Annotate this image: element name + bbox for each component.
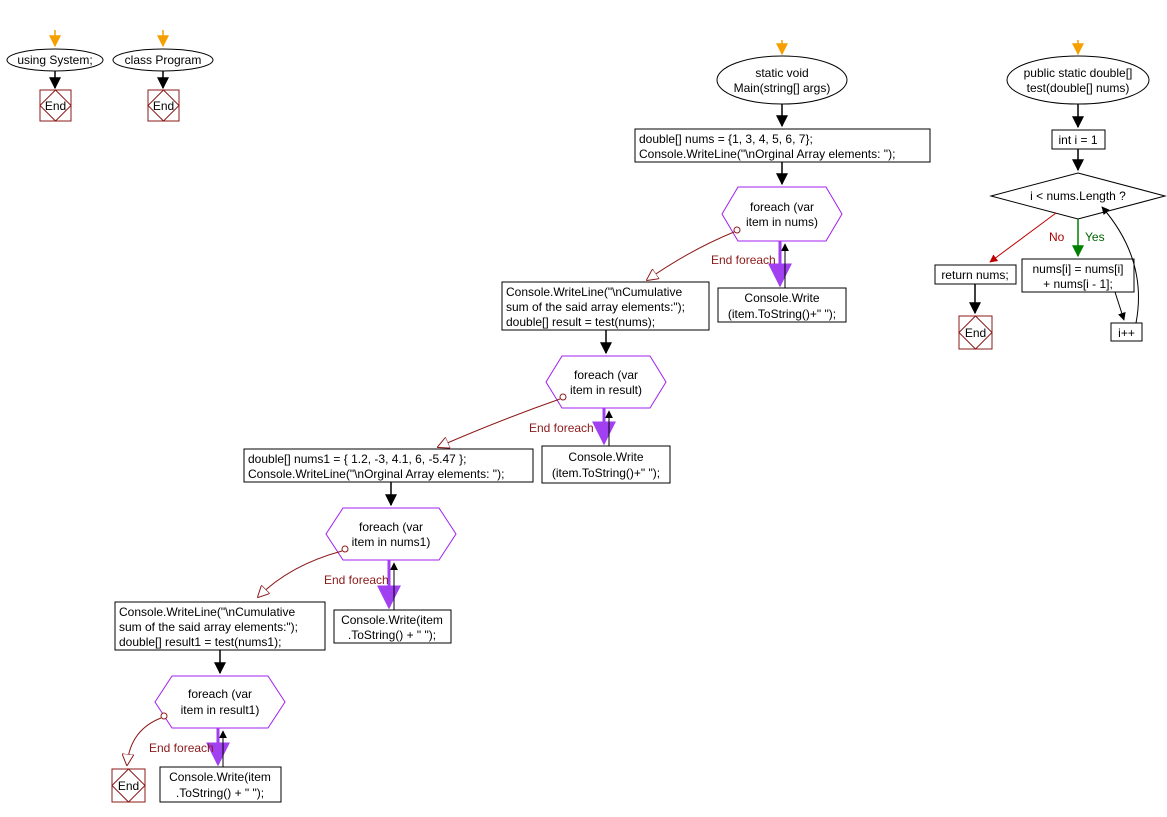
end-label: End — [45, 99, 66, 113]
end-label: End — [153, 99, 174, 113]
flow-main: static void Main(string[] args) double[]… — [111, 40, 931, 803]
foreach-nums-line2: item in nums) — [746, 215, 818, 229]
foreach-result-line2: item in result) — [570, 383, 642, 397]
class-program-label: class Program — [125, 53, 202, 67]
foreach-result1-node[interactable] — [154, 675, 286, 729]
test-body-line1: nums[i] = nums[i] — [1032, 262, 1123, 276]
foreach-nums-line1: foreach (var — [750, 200, 814, 214]
step-nums-line1: double[] nums = {1, 3, 4, 5, 6, 7}; — [639, 132, 813, 146]
test-end-label: End — [965, 326, 986, 340]
loop2-body-node[interactable] — [541, 445, 671, 484]
flow-test: public static double[] test(double[] num… — [934, 40, 1167, 350]
foreach-nums1-line1: foreach (var — [359, 520, 423, 534]
step-result1-line1: Console.WriteLine("\nCumulative — [119, 605, 295, 619]
loop4-body-line2: .ToString() + " "); — [176, 786, 264, 800]
loop3-body-line2: .ToString() + " "); — [348, 628, 436, 642]
loop2-body-line2: (item.ToString()+" "); — [552, 466, 660, 480]
no-label: No — [1049, 230, 1065, 244]
loop3-exit-label: End foreach — [324, 573, 389, 587]
test-init-label: int i = 1 — [1058, 133, 1097, 147]
step-result-line2: sum of the said array elements:"); — [506, 300, 685, 314]
step-result1-line3: double[] result1 = test(nums1); — [119, 635, 281, 649]
using-system-label: using System; — [17, 53, 92, 67]
loop3-exit-dot — [341, 545, 349, 553]
main-end-label: End — [118, 779, 139, 793]
foreach-result-line1: foreach (var — [574, 368, 638, 382]
step-result-node[interactable] — [501, 281, 710, 331]
end-node[interactable] — [147, 89, 180, 122]
loop2-exit-label: End foreach — [529, 421, 594, 435]
end-diamond — [111, 768, 146, 803]
loop1-body-line1: Console.Write — [744, 291, 819, 305]
loop3-exit-arrow — [258, 550, 343, 597]
flow-using-system: using System; End — [6, 30, 104, 122]
yes-label: Yes — [1085, 230, 1105, 244]
step-result-line1: Console.WriteLine("\nCumulative — [506, 285, 682, 299]
loop4-body-line1: Console.Write(item — [169, 770, 271, 784]
test-body-node[interactable] — [1021, 258, 1135, 293]
foreach-result1-line2: item in result1) — [181, 703, 260, 717]
test-body-line2: + nums[i - 1]; — [1043, 277, 1113, 291]
loop3-body-node[interactable] — [333, 609, 452, 644]
foreach-nums1-node[interactable] — [325, 507, 457, 561]
loop2-exit-arrow — [438, 398, 561, 447]
test-start-line2: test(double[] nums) — [1027, 81, 1130, 95]
loop4-exit-arrow — [127, 717, 162, 765]
return-label: return nums; — [941, 268, 1008, 282]
step-nums1-line2: Console.WriteLine("\nOrginal Array eleme… — [248, 467, 504, 481]
test-start-line1: public static double[] — [1024, 66, 1133, 80]
step-result-line3: double[] result = test(nums); — [506, 315, 655, 329]
loop3-body-line1: Console.Write(item — [341, 613, 443, 627]
end-diamond — [958, 315, 993, 350]
step-result1-line2: sum of the said array elements:"); — [119, 620, 298, 634]
end-diamond — [39, 89, 72, 122]
foreach-result-node[interactable] — [545, 355, 667, 409]
loop4-exit-dot — [160, 712, 168, 720]
foreach-nums-node[interactable] — [721, 186, 843, 242]
step-nums-line2: Console.WriteLine("\nOrginal Array eleme… — [639, 147, 895, 161]
no-branch-arrow — [989, 212, 1057, 263]
end-diamond — [147, 89, 180, 122]
loop1-exit-arrow — [647, 231, 735, 280]
loop2-exit-dot — [559, 393, 567, 401]
loop1-exit-label: End foreach — [711, 253, 776, 267]
increment-label: i++ — [1118, 326, 1135, 340]
increment-node[interactable] — [1110, 322, 1143, 342]
loop1-body-line2: (item.ToString()+" "); — [728, 307, 836, 321]
foreach-result1-line1: foreach (var — [188, 687, 252, 701]
connector — [1114, 291, 1126, 321]
main-start-node[interactable] — [716, 55, 848, 105]
main-end-node[interactable] — [111, 768, 146, 803]
loop1-body-node[interactable] — [717, 287, 847, 323]
test-start-node[interactable] — [1006, 55, 1150, 105]
step-nums1-line1: double[] nums1 = { 1.2, -3, 4.1, 6, -5.4… — [248, 452, 466, 466]
foreach-nums1-line2: item in nums1) — [352, 535, 431, 549]
loop4-body-node[interactable] — [159, 766, 282, 803]
loop1-exit-dot — [733, 226, 741, 234]
step-nums1-init[interactable] — [243, 448, 534, 483]
main-start-line2: Main(string[] args) — [734, 81, 831, 95]
step-nums-init[interactable] — [634, 128, 931, 163]
flow-class-program: class Program End — [112, 30, 214, 122]
loop2-body-line1: Console.Write — [568, 450, 643, 464]
test-condition-label: i < nums.Length ? — [1030, 189, 1126, 203]
loop-back-arrow — [1101, 206, 1139, 324]
loop4-exit-label: End foreach — [149, 741, 214, 755]
main-start-line1: static void — [755, 66, 808, 80]
